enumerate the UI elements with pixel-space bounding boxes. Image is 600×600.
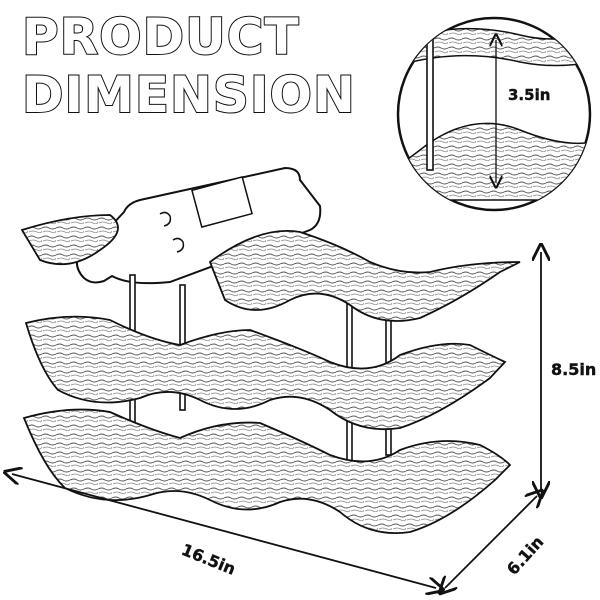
rack-tier-middle (24, 315, 507, 431)
dimension-arrows (12, 252, 541, 588)
title-line-2: DIMENSION (21, 66, 356, 124)
depth-arrow (445, 496, 537, 588)
height-label: 8.5in (551, 360, 597, 379)
width-arrow (12, 474, 436, 588)
rack-tier-bottom (22, 408, 512, 534)
title-line-1: PRODUCT (21, 8, 300, 66)
tier-spacing-label: 3.5in (508, 86, 551, 104)
rack-tier-top (20, 214, 521, 322)
zoom-inset (396, 16, 592, 212)
wine-bottle (75, 166, 322, 285)
